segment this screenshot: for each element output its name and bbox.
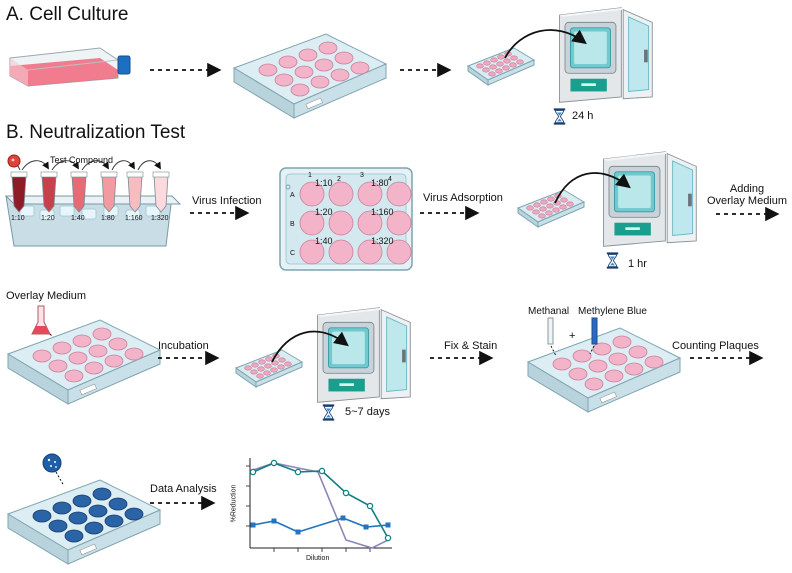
section-a-title: A. Cell Culture: [6, 4, 129, 25]
methylene-blue-label: Methylene Blue: [578, 306, 647, 317]
overlay-plate-icon: [7, 319, 161, 405]
tube-label: 1:160: [125, 215, 143, 222]
tube-label: 1:320: [151, 215, 169, 222]
overlay-medium-label: Overlay Medium: [6, 290, 87, 302]
small-plate-icon: [235, 349, 303, 388]
incubation-label: Incubation: [158, 340, 209, 352]
tube-label: 1:40: [71, 215, 85, 222]
chart-ylabel: %Reduction: [230, 484, 238, 523]
plate-row-label: C: [290, 250, 296, 257]
plate-column-label: 4: [388, 176, 392, 183]
hourglass-icon: [322, 404, 335, 421]
tube-label: 1:80: [101, 215, 115, 222]
adding-overlay-label: Adding Overlay Medium: [704, 183, 790, 207]
incubator-icon: [603, 151, 697, 247]
adsorption-time: 1 hr: [628, 258, 647, 270]
plate-column-label: 2: [337, 176, 341, 183]
test-compound-label: Test Compound: [50, 155, 114, 165]
section-b-title: B. Neutralization Test: [6, 122, 186, 143]
well-label: 1:20: [315, 207, 333, 217]
culture-flask-icon: [9, 47, 131, 87]
plate-column-label: 3: [360, 172, 364, 179]
overlay-flask-icon: [31, 305, 65, 351]
methanal-label: Methanal: [528, 306, 570, 317]
virus-adsorption-label: Virus Adsorption: [423, 192, 503, 204]
plus-sign: +: [569, 330, 576, 342]
data-analysis-label: Data Analysis: [150, 483, 217, 495]
adding-overlay-line2: Overlay Medium: [706, 195, 788, 207]
well-label: 1:10: [315, 178, 333, 188]
blue-plate-icon: [7, 479, 161, 565]
plaque-icon: [42, 453, 65, 487]
well-label: 1:40: [315, 236, 333, 246]
reduction-chart: [246, 458, 392, 552]
pipettes-icon: [547, 317, 598, 357]
fix-stain-label: Fix & Stain: [444, 340, 498, 352]
virus-infection-label: Virus Infection: [192, 195, 262, 207]
chart-xlabel: Dilution: [306, 555, 330, 562]
adding-overlay-line1: Adding: [729, 183, 765, 195]
well-label: 1:160: [371, 207, 394, 217]
incubation-time-a: 24 h: [572, 110, 594, 122]
incubation-days: 5~7 days: [345, 406, 390, 418]
counting-plaques-label: Counting Plaques: [672, 340, 759, 352]
culture-plate-icon: [233, 33, 387, 119]
small-plate-icon: [517, 189, 585, 228]
plate-row-label: A: [290, 192, 295, 199]
tube-label: 1:20: [41, 215, 55, 222]
well-label: 1:80: [371, 178, 389, 188]
incubator-icon: [559, 7, 653, 103]
transfer-arrow-b: [554, 172, 631, 204]
dilution-tubes-icon: [10, 160, 170, 213]
hourglass-icon: [553, 108, 566, 125]
small-plate-icon: [467, 47, 535, 86]
tube-label: 1:10: [11, 215, 25, 222]
well-label: 1:320: [371, 236, 394, 246]
incubator-icon: [317, 307, 411, 403]
transfer-arrow-a: [504, 29, 587, 59]
transfer-arrow-c: [271, 330, 349, 363]
hourglass-icon: [606, 252, 619, 269]
virus-icon: [7, 154, 21, 168]
stain-plate-icon: [527, 327, 681, 413]
plate-column-label: 1: [308, 172, 312, 179]
infection-plate-icon: [279, 167, 413, 271]
plate-row-label: B: [290, 221, 295, 228]
